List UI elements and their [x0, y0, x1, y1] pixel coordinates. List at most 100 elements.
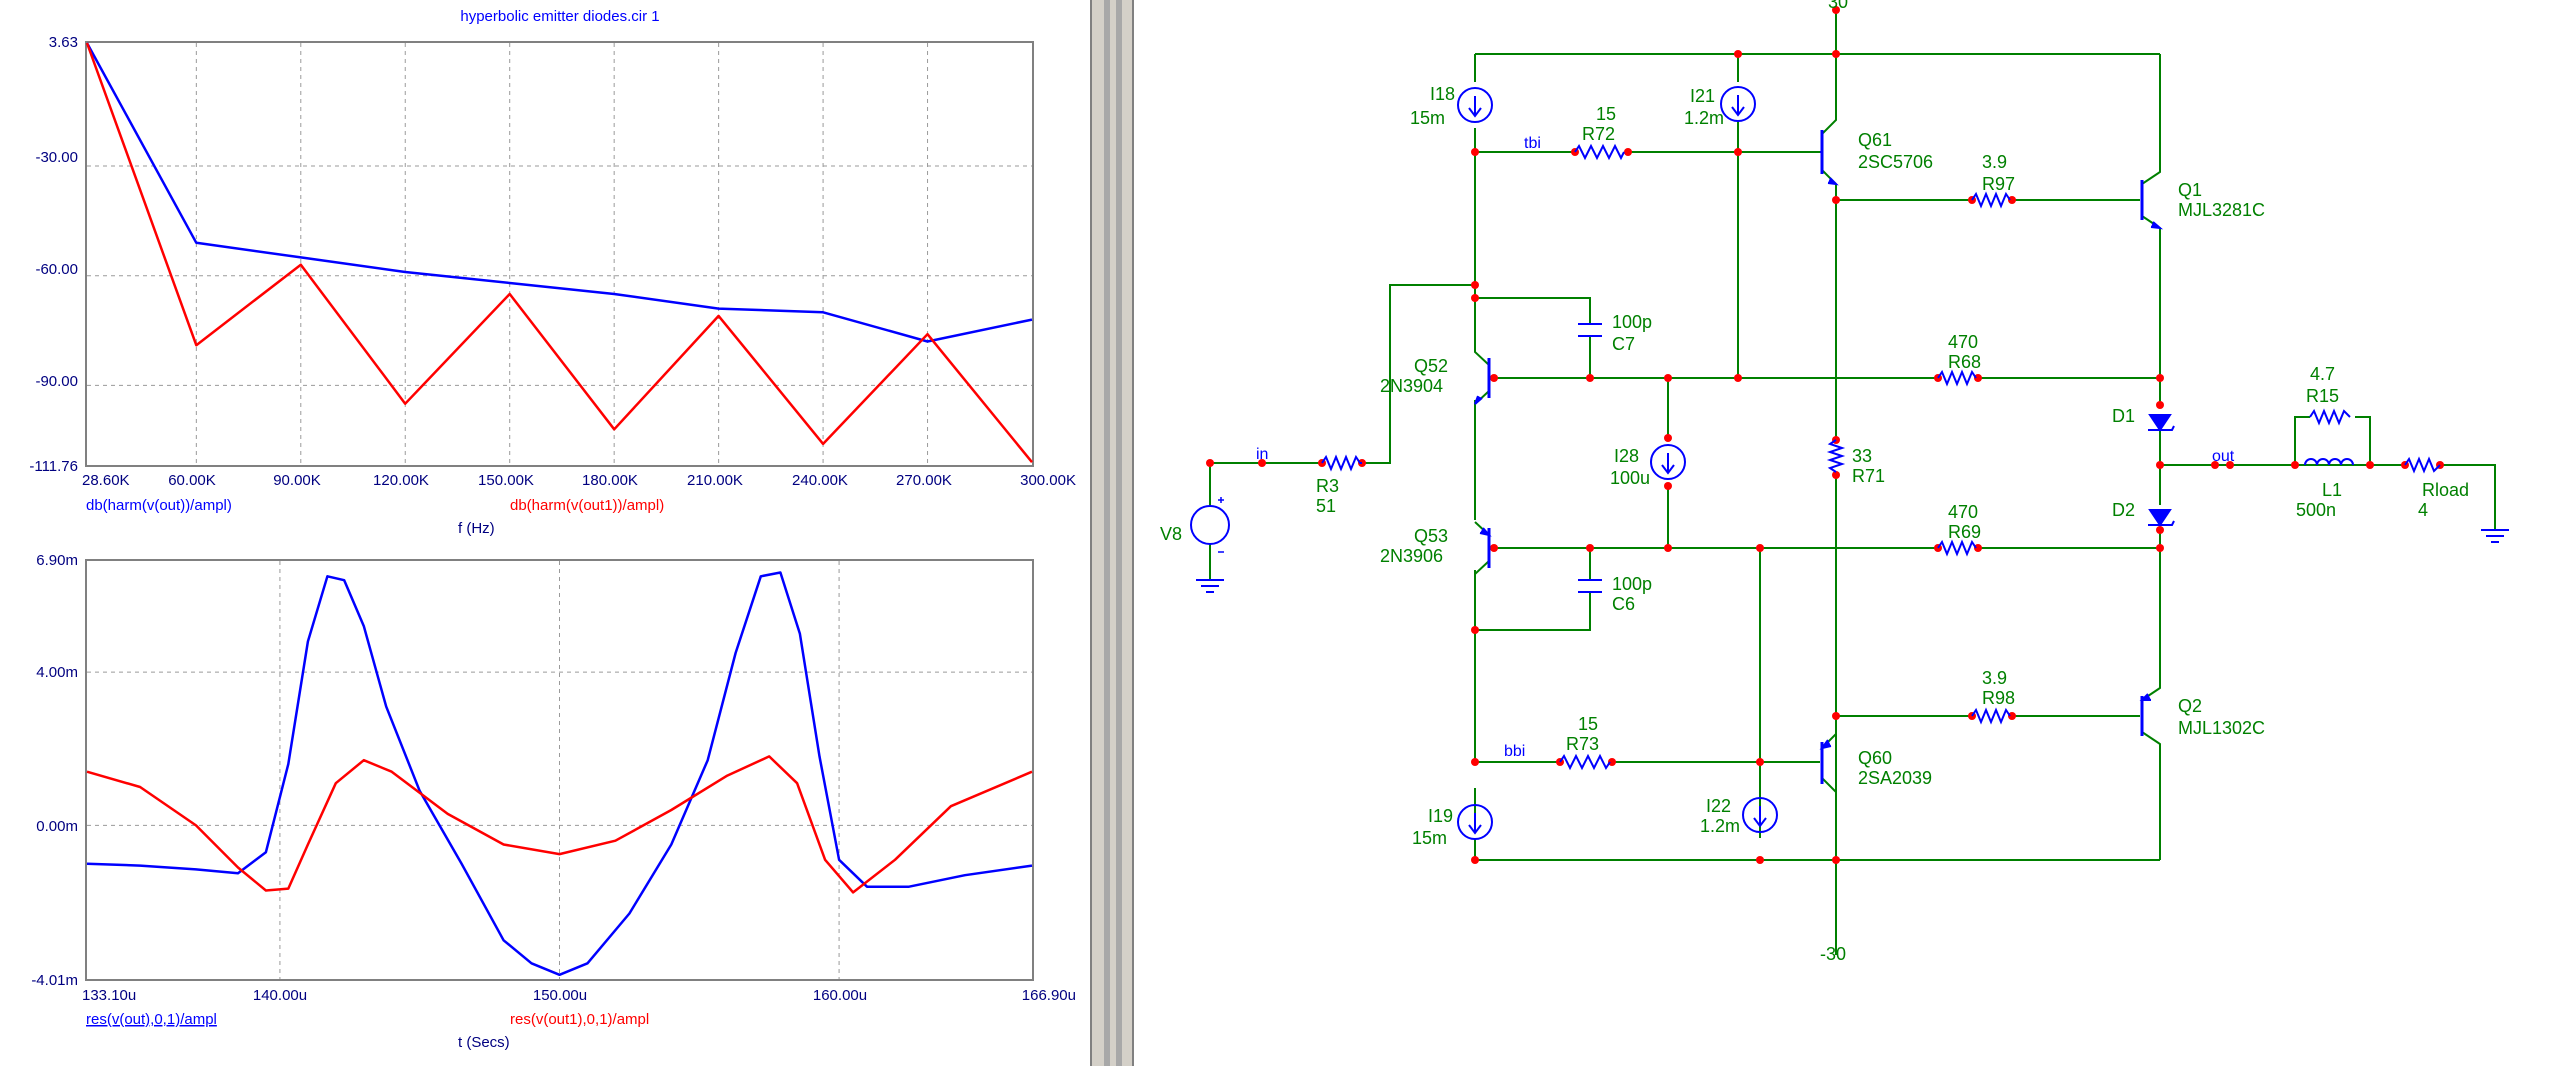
plot2-legend-red[interactable]: res(v(out1),0,1)/ampl — [510, 1011, 649, 1028]
resistor-R15-symbol[interactable] — [2309, 408, 2351, 426]
resistor-R3-symbol[interactable] — [1321, 454, 1362, 472]
plot2-trace-red[interactable] — [86, 755, 1033, 894]
R71-value: 33 — [1852, 446, 1872, 466]
Q60-value: 2SA2039 — [1858, 768, 1932, 788]
plot-canvas: hyperbolic emitter diodes.cir 1 3.63 -30… — [29, 8, 1076, 1051]
I28-name: I28 — [1614, 446, 1639, 466]
D1-name: D1 — [2112, 406, 2135, 426]
I18-value: 15m — [1410, 108, 1445, 128]
transistor-Q2-symbol[interactable] — [2139, 693, 2151, 736]
plot2-traces — [86, 571, 1033, 977]
resistor-R72-symbol[interactable] — [1574, 143, 1625, 161]
plot1-y-tick: -90.00 — [35, 373, 78, 390]
plot2-grid — [87, 561, 1032, 979]
resistor-R69-symbol[interactable] — [1937, 539, 1977, 557]
plot1-legend-red[interactable]: db(harm(v(out1))/ampl) — [510, 497, 664, 514]
schematic-wires — [1209, 10, 2496, 955]
I19-value: 15m — [1412, 828, 1447, 848]
R72-name: R72 — [1582, 124, 1615, 144]
plot1-x-tick: 270.00K — [896, 472, 952, 489]
current-source-I21-symbol[interactable] — [1720, 86, 1756, 122]
D2-name: D2 — [2112, 500, 2135, 520]
Q61-name: Q61 — [1858, 130, 1892, 150]
Q1-name: Q1 — [2178, 180, 2202, 200]
plot1-x-tick: 90.00K — [273, 472, 321, 489]
Q2-value: MJL1302C — [2178, 718, 2265, 738]
R72-value: 15 — [1596, 104, 1616, 124]
resistor-R73-symbol[interactable] — [1559, 753, 1611, 771]
diode-D2-symbol[interactable] — [2148, 509, 2175, 527]
plot2-x-tick: 150.00u — [533, 987, 587, 1004]
current-source-I28-symbol[interactable] — [1650, 444, 1686, 480]
node-label-bbi[interactable]: bbi — [1504, 743, 1525, 760]
I18-name: I18 — [1430, 84, 1455, 104]
current-source-I22-symbol[interactable] — [1742, 797, 1778, 833]
transistor-Q1-symbol[interactable] — [2140, 180, 2164, 230]
Q53-value: 2N3906 — [1380, 546, 1443, 566]
node-label-out[interactable]: out — [2212, 448, 2235, 465]
plot1-x-tick: 28.60K — [82, 472, 130, 489]
component-symbols — [1190, 86, 2509, 840]
schematic-editor[interactable]: 30 -30 I18 15m I21 1.2m 15 R72 Q61 2SC57… — [1134, 0, 2559, 1066]
R98-name: R98 — [1982, 688, 2015, 708]
plot1-y-tick: -30.00 — [35, 149, 78, 166]
resistor-R98-symbol[interactable] — [1971, 707, 2011, 725]
Q53-name: Q53 — [1414, 526, 1448, 546]
Q61-value: 2SC5706 — [1858, 152, 1933, 172]
capacitor-C6-symbol[interactable] — [1578, 579, 1602, 593]
plot2-legend-blue[interactable]: res(v(out),0,1)/ampl — [86, 1011, 217, 1028]
inductor-L1-symbol[interactable] — [2304, 458, 2354, 466]
plot1-traces — [85, 42, 1033, 463]
C7-name: C7 — [1612, 334, 1635, 354]
plot2-x-tick: 166.90u — [1022, 987, 1076, 1004]
resistor-R68-symbol[interactable] — [1937, 369, 1977, 387]
resistor-R97-symbol[interactable] — [1971, 191, 2011, 209]
Rload-value: 4 — [2418, 500, 2428, 520]
transistor-Q60-symbol[interactable] — [1819, 739, 1832, 784]
plot2-y-tick: 0.00m — [36, 818, 78, 835]
Q1-value: MJL3281C — [2178, 200, 2265, 220]
plot1-x-tick: 300.00K — [1020, 472, 1076, 489]
plot1-legend-blue[interactable]: db(harm(v(out))/ampl) — [86, 497, 232, 514]
transistor-Q53-symbol[interactable] — [1479, 527, 1492, 568]
L1-name: L1 — [2322, 480, 2342, 500]
pane-splitter[interactable] — [1090, 0, 1134, 1066]
rail-bottom-label: -30 — [1820, 944, 1846, 964]
R68-value: 470 — [1948, 332, 1978, 352]
capacitor-C7-symbol[interactable] — [1578, 323, 1602, 337]
plot1-trace-red[interactable] — [85, 42, 1033, 463]
plot2-y-tick: 4.00m — [36, 664, 78, 681]
resistor-Rload-symbol[interactable] — [2404, 456, 2441, 474]
plot1-y-tick: 3.63 — [49, 34, 78, 51]
plot2-trace-blue[interactable] — [86, 571, 1033, 977]
R15-name: R15 — [2306, 386, 2339, 406]
plot1-grid — [87, 43, 1032, 465]
C6-value: 100p — [1612, 574, 1652, 594]
resistor-R71-symbol[interactable] — [1826, 439, 1846, 473]
plot1-y-tick: -60.00 — [35, 261, 78, 278]
plot1-x-tick: 210.00K — [687, 472, 743, 489]
Q2-name: Q2 — [2178, 696, 2202, 716]
current-source-I19-symbol[interactable] — [1457, 804, 1493, 840]
Q60-name: Q60 — [1858, 748, 1892, 768]
L1-value: 500n — [2296, 500, 2336, 520]
V8-name: V8 — [1160, 524, 1182, 544]
current-source-I18-symbol[interactable] — [1457, 87, 1493, 123]
plot1-trace-blue[interactable] — [85, 42, 1033, 343]
I28-value: 100u — [1610, 468, 1650, 488]
node-label-tbi[interactable]: tbi — [1524, 135, 1541, 152]
plot1-title: hyperbolic emitter diodes.cir 1 — [460, 8, 659, 25]
transistor-Q52-symbol[interactable] — [1474, 358, 1491, 405]
R97-name: R97 — [1982, 174, 2015, 194]
plot1-x-label: f (Hz) — [458, 520, 495, 537]
diode-D1-symbol[interactable] — [2148, 414, 2175, 432]
plot1-frame[interactable] — [85, 41, 1034, 467]
transistor-Q61-symbol[interactable] — [1820, 130, 1839, 186]
I19-name: I19 — [1428, 806, 1453, 826]
plot2-x-tick: 133.10u — [82, 987, 136, 1004]
Rload-name: Rload — [2422, 480, 2469, 500]
node-label-in[interactable]: in — [1256, 446, 1268, 463]
voltage-source-V8-symbol[interactable] — [1190, 497, 1230, 553]
schematic-canvas[interactable]: 30 -30 I18 15m I21 1.2m 15 R72 Q61 2SC57… — [1134, 0, 2559, 1066]
plot2-x-tick: 140.00u — [253, 987, 307, 1004]
